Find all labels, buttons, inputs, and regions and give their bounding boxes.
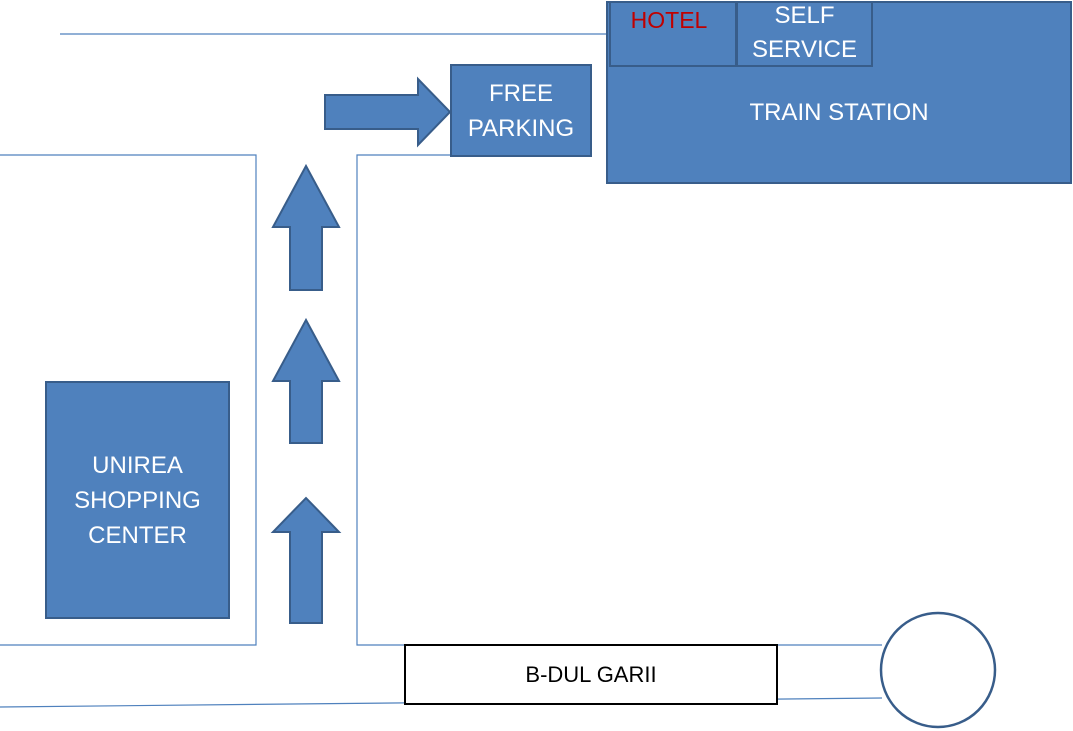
shopping-label-line1: UNIREA bbox=[92, 451, 183, 479]
road-line-left-block bbox=[0, 154, 257, 646]
road-line-right-block bbox=[356, 154, 882, 646]
arrow-up-icon bbox=[271, 317, 341, 444]
train-station-label: TRAIN STATION bbox=[749, 99, 929, 126]
roundabout-circle bbox=[879, 611, 997, 729]
shopping-center-building[interactable]: UNIREA SHOPPING CENTER bbox=[45, 381, 230, 619]
self-service-label-line2: SERVICE bbox=[752, 36, 857, 63]
shopping-label-line2: SHOPPING bbox=[74, 486, 201, 514]
street-name-label: B-DUL GARII bbox=[404, 644, 778, 705]
shopping-label-line3: CENTER bbox=[88, 521, 187, 549]
free-parking-label-line1: FREE bbox=[488, 79, 553, 107]
arrow-up-icon bbox=[270, 496, 342, 624]
arrow-right-icon bbox=[324, 76, 452, 148]
arrow-up-icon bbox=[271, 163, 341, 291]
street-name-text: B-DUL GARII bbox=[525, 661, 657, 687]
free-parking-building[interactable]: FREE PARKING bbox=[450, 64, 592, 157]
self-service-building[interactable]: SELF SERVICE bbox=[736, 1, 873, 67]
hotel-label: HOTEL bbox=[630, 7, 708, 33]
free-parking-label-line2: PARKING bbox=[467, 114, 575, 142]
hotel-building[interactable]: HOTEL bbox=[609, 1, 737, 67]
self-service-label-line1: SELF bbox=[774, 2, 835, 29]
